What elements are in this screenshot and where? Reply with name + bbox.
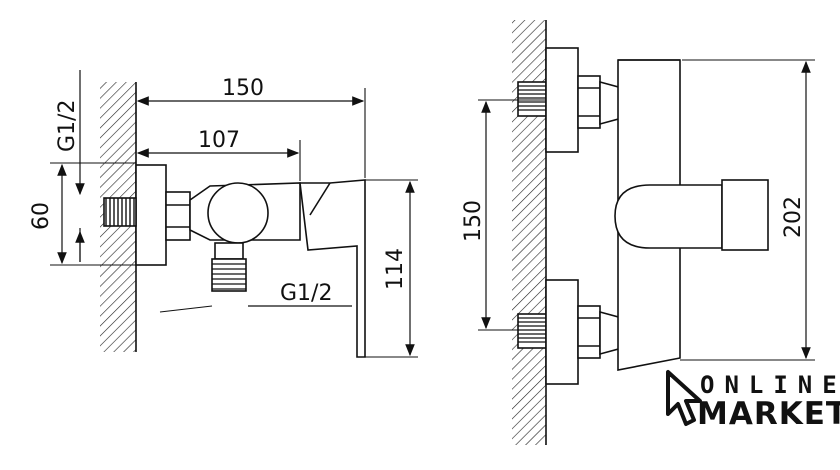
side-view xyxy=(50,70,418,358)
cartridge-circle xyxy=(207,182,269,244)
label-202: 202 xyxy=(781,196,806,238)
label-g12-inlet: G1/2 xyxy=(55,100,80,152)
escutcheon-left xyxy=(135,164,167,266)
logo-line1: ONLINE xyxy=(700,371,840,399)
lever-side xyxy=(299,179,366,358)
label-107: 107 xyxy=(198,128,240,153)
label-114: 114 xyxy=(383,248,408,290)
logo-line2: MARKET xyxy=(697,396,840,432)
extension-lines-front xyxy=(478,59,815,361)
cursor-icon xyxy=(666,370,702,426)
top-inlet-front xyxy=(517,47,629,153)
label-60: 60 xyxy=(29,202,54,230)
label-150-side: 150 xyxy=(222,76,264,101)
front-view xyxy=(478,20,815,445)
inlet-thread-left xyxy=(103,197,137,227)
outlet-thread-side xyxy=(211,242,247,292)
label-150-front: 150 xyxy=(461,200,486,242)
hex-nut-left xyxy=(165,191,191,241)
label-g12-outlet: G1/2 xyxy=(280,281,332,306)
extension-lines-side xyxy=(50,88,418,358)
lever-tip-front xyxy=(721,179,769,251)
online-market-logo: ONLINE MARKET xyxy=(666,370,840,432)
lever-front xyxy=(614,184,723,249)
